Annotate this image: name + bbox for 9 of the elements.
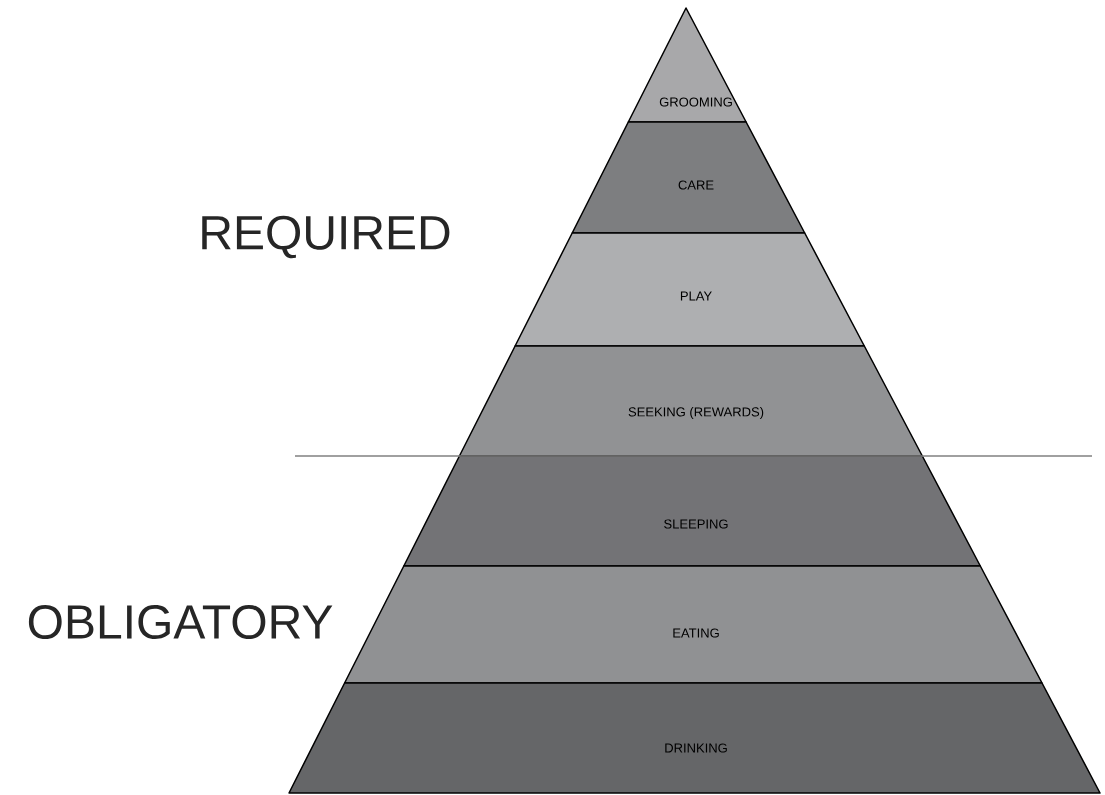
pyramid-tier: PLAY bbox=[514, 232, 866, 347]
pyramid-tier: CARE bbox=[571, 121, 806, 234]
pyramid-tier: DRINKING bbox=[288, 682, 1101, 794]
pyramid-tier: SLEEPING bbox=[403, 455, 982, 567]
side-heading: OBLIGATORY bbox=[28, 605, 333, 639]
pyramid-tier: SEEKING (REWARDS) bbox=[458, 345, 924, 457]
pyramid-tier: GROOMING bbox=[627, 7, 747, 123]
pyramid-tier: EATING bbox=[343, 565, 1043, 684]
side-heading: REQUIRED bbox=[202, 215, 450, 259]
